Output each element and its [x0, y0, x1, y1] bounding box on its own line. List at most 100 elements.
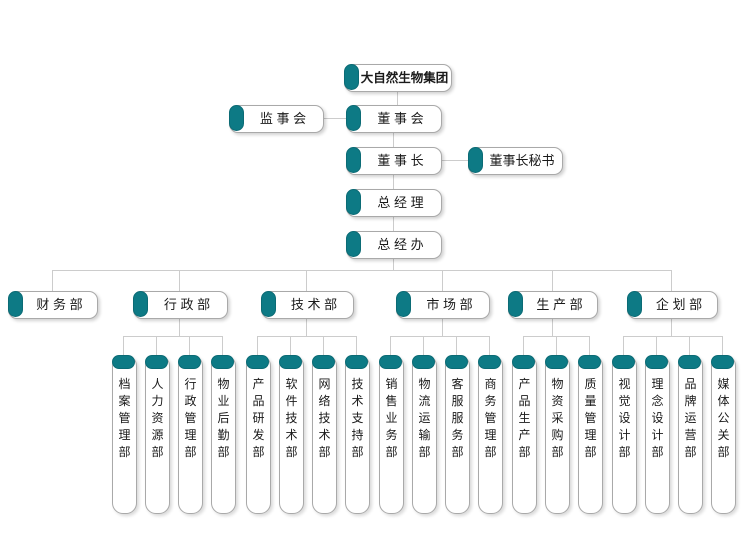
node-accent-cap — [211, 355, 234, 369]
sub-dept-node: 商务管理部 — [478, 355, 503, 514]
connector-planning-rail — [623, 336, 723, 337]
node-accent-cap — [346, 189, 361, 215]
org-node-gm-office: 总 经 办 — [346, 231, 442, 259]
connector-chairman-gm — [393, 173, 394, 189]
node-accent-cap — [612, 355, 635, 369]
sub-dept-node: 人力资源部 — [145, 355, 170, 514]
dept-node-finance: 财 务 部 — [8, 291, 98, 319]
sub-dept-label: 产品研发部 — [252, 377, 265, 459]
node-accent-cap — [312, 355, 335, 369]
node-accent-cap — [478, 355, 501, 369]
dept-label: 技 术 部 — [290, 297, 338, 312]
sub-dept-node: 产品生产部 — [512, 355, 537, 514]
node-accent-cap — [468, 147, 483, 173]
node-accent-cap — [346, 231, 361, 257]
org-node-root: 大自然生物集团 — [344, 64, 452, 92]
connector-line — [623, 336, 624, 355]
sub-dept-node: 产品研发部 — [246, 355, 271, 514]
org-node-root-label: 大自然生物集团 — [360, 71, 449, 85]
sub-dept-node: 物业后勤部 — [211, 355, 236, 514]
sub-dept-node: 品牌运营部 — [678, 355, 703, 514]
node-accent-cap — [246, 355, 269, 369]
connector-board-chairman — [393, 131, 394, 147]
connector-line — [222, 336, 223, 355]
dept-label: 企 划 部 — [655, 297, 703, 312]
sub-dept-node: 网络技术部 — [312, 355, 337, 514]
sub-dept-label: 物资采购部 — [551, 377, 564, 459]
sub-dept-label: 网络技术部 — [318, 377, 331, 459]
connector-line — [489, 336, 490, 355]
sub-dept-label: 客服服务部 — [451, 377, 464, 459]
dept-label: 市 场 部 — [426, 297, 473, 312]
supervisory-board-label: 监 事 会 — [259, 111, 307, 126]
connector-market-rail — [390, 336, 490, 337]
connector-line — [179, 317, 180, 336]
node-accent-cap — [261, 291, 276, 317]
node-accent-cap — [412, 355, 435, 369]
connector-chairman-secretary — [440, 160, 468, 161]
general-manager-label: 总 经 理 — [377, 195, 424, 210]
sub-dept-label: 软件技术部 — [285, 377, 298, 459]
connector-office-trunk — [393, 257, 394, 271]
org-node-chairman-secretary: 董事长秘书 — [468, 147, 563, 175]
org-node-general-manager: 总 经 理 — [346, 189, 442, 217]
connector-admin-rail — [123, 336, 223, 337]
node-accent-cap — [396, 291, 411, 317]
sub-dept-label: 理念设计部 — [651, 377, 664, 459]
node-accent-cap — [545, 355, 568, 369]
connector-line — [442, 270, 443, 291]
sub-dept-label: 物流运输部 — [418, 377, 431, 459]
node-accent-cap — [229, 105, 244, 131]
sub-dept-label: 档案管理部 — [118, 377, 131, 459]
connector-line — [306, 317, 307, 336]
dept-node-production: 生 产 部 — [508, 291, 598, 319]
connector-line — [156, 336, 157, 355]
connector-line — [456, 336, 457, 355]
connector-line — [123, 336, 124, 355]
chairman-secretary-label: 董事长秘书 — [489, 153, 555, 168]
connector-line — [52, 270, 53, 291]
node-accent-cap — [345, 355, 368, 369]
connector-line — [671, 270, 672, 291]
node-accent-cap — [379, 355, 402, 369]
sub-dept-node: 档案管理部 — [112, 355, 137, 514]
sub-dept-label: 行政管理部 — [184, 377, 197, 459]
node-accent-cap — [344, 64, 359, 90]
connector-line — [306, 270, 307, 291]
dept-node-tech: 技 术 部 — [261, 291, 354, 319]
node-accent-cap — [178, 355, 201, 369]
connector-line — [442, 317, 443, 336]
node-accent-cap — [445, 355, 468, 369]
sub-dept-node: 物资采购部 — [545, 355, 570, 514]
connector-line — [323, 336, 324, 355]
sub-dept-node: 媒体公关部 — [711, 355, 736, 514]
node-accent-cap — [508, 291, 523, 317]
sub-dept-label: 媒体公关部 — [717, 377, 730, 459]
sub-dept-label: 技术支持部 — [351, 377, 364, 459]
connector-supervisory-board — [322, 118, 346, 119]
connector-line — [423, 336, 424, 355]
sub-dept-label: 视觉设计部 — [618, 377, 631, 459]
sub-dept-node: 客服服务部 — [445, 355, 470, 514]
connector-line — [689, 336, 690, 355]
sub-dept-label: 品牌运营部 — [684, 377, 697, 459]
sub-dept-node: 技术支持部 — [345, 355, 370, 514]
sub-dept-node: 软件技术部 — [279, 355, 304, 514]
node-accent-cap — [578, 355, 601, 369]
sub-dept-node: 销售业务部 — [379, 355, 404, 514]
node-accent-cap — [711, 355, 734, 369]
connector-line — [552, 317, 553, 336]
connector-line — [390, 336, 391, 355]
connector-tech-rail — [257, 336, 357, 337]
sub-dept-label: 物业后勤部 — [217, 377, 230, 459]
board-label: 董 事 会 — [377, 111, 424, 126]
connector-line — [671, 317, 672, 336]
connector-departments-rail — [52, 270, 672, 271]
node-accent-cap — [8, 291, 23, 317]
node-accent-cap — [346, 105, 361, 131]
node-accent-cap — [112, 355, 135, 369]
sub-dept-node: 视觉设计部 — [612, 355, 637, 514]
org-node-chairman: 董 事 长 — [346, 147, 442, 175]
org-node-board: 董 事 会 — [346, 105, 442, 133]
